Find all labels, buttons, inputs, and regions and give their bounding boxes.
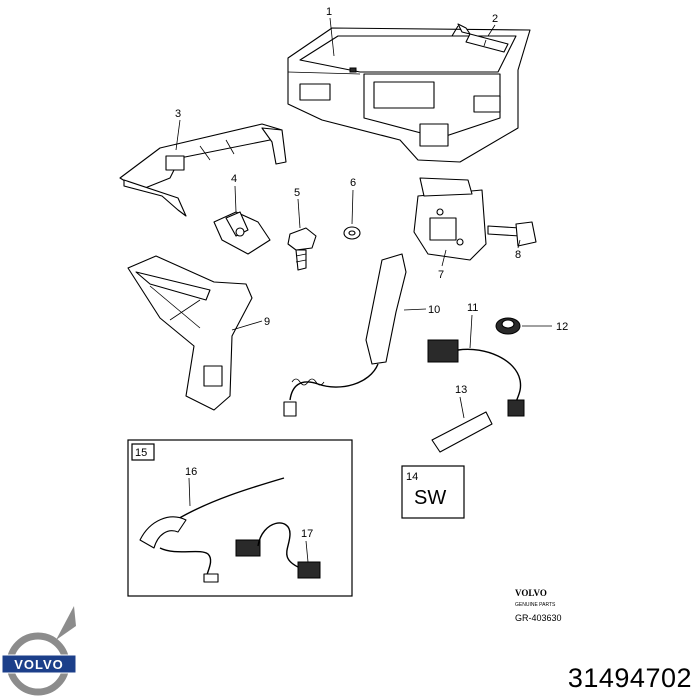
logo-wordmark: VOLVO [14,657,64,672]
callout-13: 13 [455,384,467,396]
callout-6: 6 [350,177,356,189]
callout-3: 3 [175,108,181,120]
callout-8: 8 [515,249,521,261]
stamp-brand: VOLVO [515,588,547,598]
part-6-washer [343,226,361,240]
part-11-harness [427,339,525,417]
callout-11: 11 [467,302,478,314]
callout-5: 5 [294,187,300,199]
part-10-sensor-cable [283,253,407,417]
part-1-control-module [287,27,531,163]
part-3-bracket [119,123,287,217]
callout-1: 1 [326,6,332,18]
callout-4: 4 [231,173,237,185]
callout-15: 15 [135,447,147,459]
callout-16: 16 [185,466,197,478]
callout-14: 14 [406,471,418,483]
sw-label: SW [414,487,446,509]
part-8-key [487,221,537,247]
part-17-harness [235,522,321,579]
callout-2: 2 [492,13,498,25]
part-13-tape [431,411,493,453]
kit-15-frame [127,439,353,597]
part-16-sensor-rod [139,477,285,583]
volvo-logo: VOLVO [1,606,77,696]
callout-12: 12 [556,321,568,333]
callout-17: 17 [301,528,313,540]
part-12-grommet [495,317,521,335]
stamp-subtitle: GENUINE PARTS [515,602,556,608]
part-9-pedal-bracket [127,255,253,411]
part-number: 31494702 [567,663,692,693]
callout-9: 9 [264,316,270,328]
part-14-sw-box [401,465,465,519]
part-5-bolt [287,227,317,271]
logo-arrow-icon [56,606,76,640]
callout-7: 7 [438,269,444,281]
volvo-genuine-parts-stamp: VOLVO GENUINE PARTS GR-403630 [515,588,562,623]
part-4-clip-nut [213,211,271,255]
part-2-pin [451,23,509,53]
part-7-lock-housing [413,177,487,261]
callout-10: 10 [428,304,440,316]
stamp-reference: GR-403630 [515,613,562,623]
